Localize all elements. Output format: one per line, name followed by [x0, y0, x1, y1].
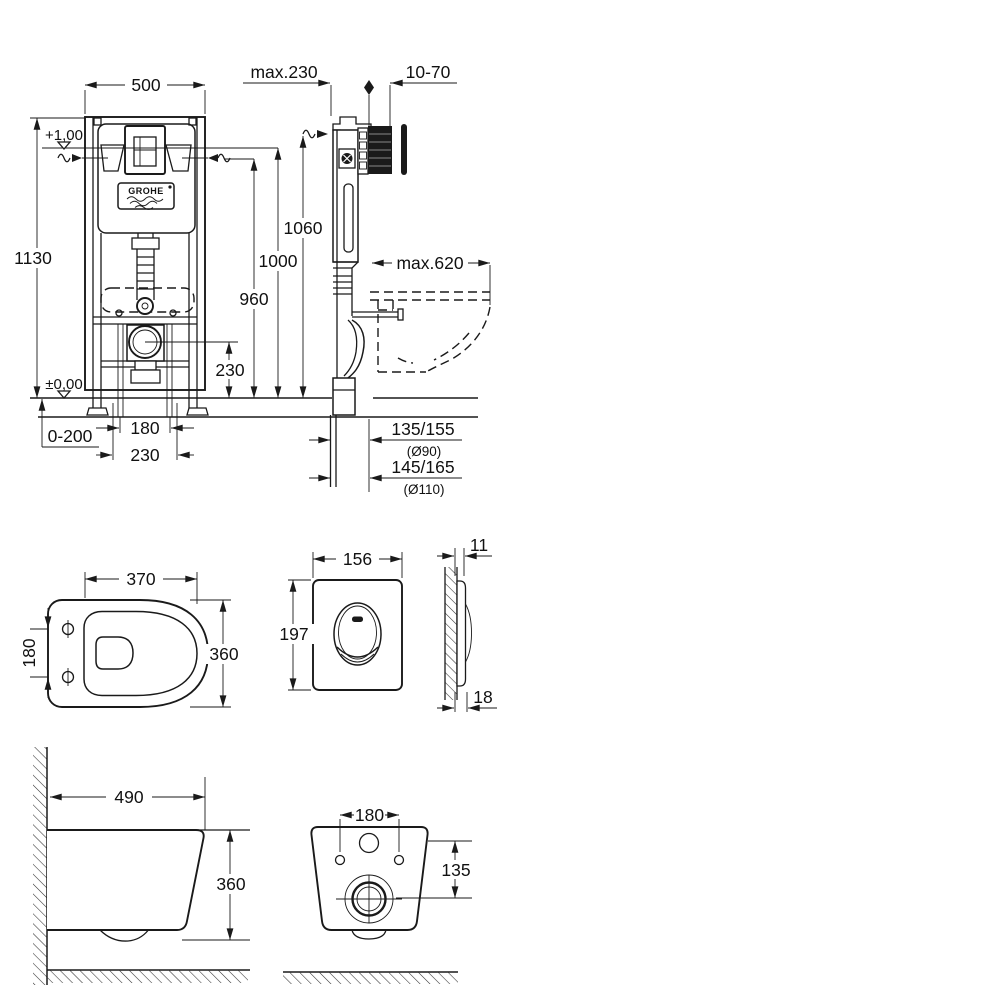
flush-plate-front-view: 156 197 — [271, 549, 403, 691]
dim-outlet-offset: 230 — [130, 445, 159, 465]
fixing-bolt-icon — [338, 148, 356, 169]
brand-plate: GROHE — [117, 182, 175, 210]
dim-bowl-height: 360 — [216, 874, 245, 894]
dim-plate-width: 156 — [343, 549, 372, 569]
dim-plate-height: 197 — [279, 624, 308, 644]
dim-plate-depth-bottom: 18 — [473, 687, 492, 707]
flush-plate-side-view: 11 18 — [437, 535, 497, 712]
registered-mark-icon — [168, 185, 172, 189]
wall-hatch — [33, 747, 47, 985]
frame-side-view — [329, 80, 491, 487]
dim-frame-width: 500 — [131, 75, 160, 95]
bowl-silhouette-dashed — [370, 291, 491, 373]
corner-screw-icon — [93, 117, 102, 126]
squiggle-arrow-icon — [182, 153, 231, 163]
level-floor: ±0,00 — [45, 376, 82, 393]
squiggle-arrow-icon — [302, 129, 328, 139]
bowl-top-view: 370 180 360 — [19, 569, 243, 708]
dim-drain-110: 145/165 — [391, 457, 454, 477]
dim-foot-range: 0-200 — [48, 426, 93, 446]
flush-button-icon — [333, 602, 382, 666]
dim-bowl-width: 370 — [126, 569, 155, 589]
dim-plate-depth-top: 11 — [470, 535, 488, 555]
dim-bowl-bolt-spacing: 180 — [19, 638, 39, 667]
brand-label: GROHE — [128, 186, 164, 196]
dim-drain-110-dia: (Ø110) — [403, 482, 444, 497]
dim-drain-90: 135/155 — [391, 419, 454, 439]
dim-drain-height: 135 — [441, 860, 470, 880]
frame-front-view: GROHE — [84, 116, 209, 417]
dim-height-mid: 960 — [239, 289, 268, 309]
inlet-hole-icon — [358, 832, 380, 854]
cistern-outline — [97, 123, 196, 234]
floor-hatch — [47, 970, 248, 983]
dim-drain-90-dia: (Ø90) — [407, 444, 442, 459]
dim-frame-depth: max.230 — [250, 62, 317, 82]
flush-bend — [136, 297, 154, 315]
dimensions-top-drawing: 500 1130 +1,00 ±0,00 0-200 180 230 230 — [11, 62, 491, 497]
level-upper: +1,00 — [45, 127, 83, 144]
dim-bowl-depth: 360 — [209, 644, 238, 664]
dim-bowl-length: 490 — [114, 787, 143, 807]
dim-pipe-spacing: 180 — [130, 418, 159, 438]
dim-bowl-clearance: max.620 — [396, 253, 463, 273]
floor-hatch — [283, 972, 458, 984]
dim-frame-height: 1130 — [14, 248, 52, 268]
squiggle-arrow-icon — [57, 153, 108, 163]
dim-height-top: 1060 — [284, 218, 323, 238]
adjustable-foot — [186, 407, 209, 416]
diamond-marker-icon — [364, 80, 374, 95]
wall-hatch — [445, 567, 457, 700]
dim-outlet-height: 230 — [215, 360, 244, 380]
dim-height-plate: 1000 — [259, 251, 298, 271]
bowl-side-view: 490 360 — [33, 747, 250, 985]
level-mark-icon — [56, 390, 72, 399]
flush-plate-profile — [401, 124, 407, 175]
mount-hole-icon — [334, 854, 346, 866]
floor-reference-lines — [30, 397, 478, 418]
dim-back-bolt-spacing: 180 — [355, 805, 384, 825]
dim-plate-range: 10-70 — [406, 62, 451, 82]
corner-screw-icon — [188, 117, 197, 126]
bowl-back-view: 180 135 — [283, 805, 472, 984]
bolt-hole — [115, 309, 123, 317]
adjustable-foot — [86, 407, 109, 416]
bolt-hole — [169, 309, 177, 317]
mount-hole-icon — [393, 854, 405, 866]
level-mark-icon — [56, 141, 72, 150]
